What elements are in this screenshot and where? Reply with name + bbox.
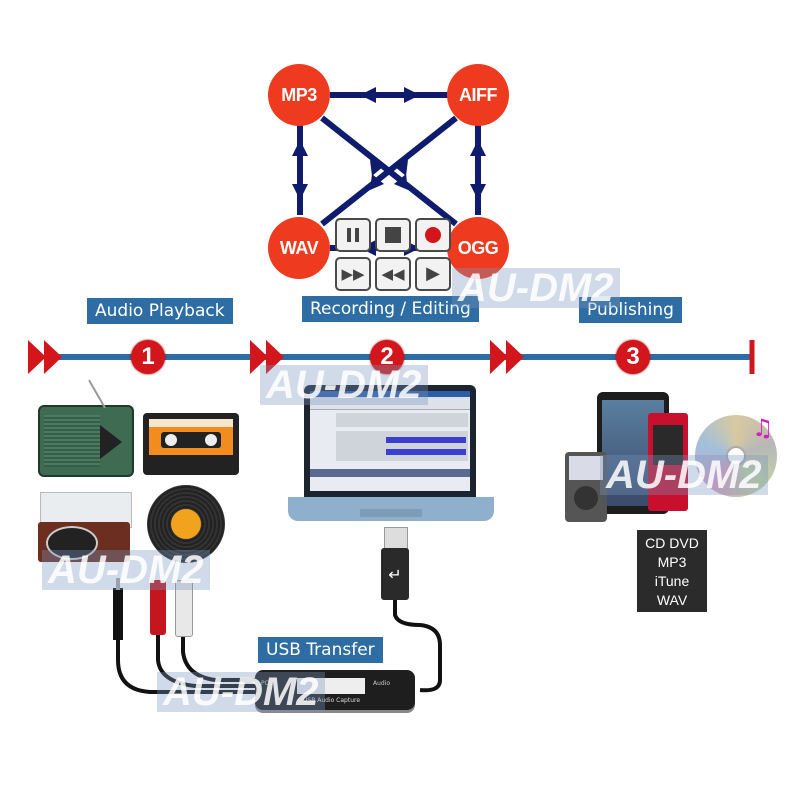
arrowhead <box>292 140 308 156</box>
format-line: iTune <box>654 573 690 589</box>
usb-audio-capture-device: PC Audio USB Audio Capture <box>255 670 415 710</box>
stage-label-audio-playback: Audio Playback <box>87 298 233 324</box>
editor-titlebar <box>310 391 470 397</box>
usb-transfer-label: USB Transfer <box>258 637 383 663</box>
editor-timeline <box>310 469 470 477</box>
ipod-image <box>565 452 607 522</box>
rewind-button: ◀◀ <box>375 257 411 291</box>
arrowhead <box>394 174 408 190</box>
arrowhead <box>360 87 376 103</box>
edge-aiff-wav <box>320 115 458 227</box>
fast-forward-icon: ▶▶ <box>341 264 365 283</box>
cd-image <box>695 415 777 497</box>
chevrons-stage-1 <box>28 340 62 374</box>
pause-icon <box>347 228 359 242</box>
output-formats-box: CD DVD MP3 iTune WAV <box>637 530 707 612</box>
usb-plug: ↵ <box>381 548 409 600</box>
arrowhead <box>370 160 384 176</box>
step-marker-1: 1 <box>131 340 165 374</box>
step-marker-2: 2 <box>370 340 404 374</box>
stage-label-publishing: Publishing <box>579 297 682 323</box>
cable-usb <box>393 600 442 693</box>
arrowhead <box>370 174 384 190</box>
waveform <box>386 449 466 455</box>
format-line: WAV <box>656 592 688 608</box>
editor-toolbar <box>310 397 470 410</box>
format-node-ogg: OGG <box>447 217 509 279</box>
turntable-image <box>38 522 130 562</box>
cassette-player-image <box>38 405 134 477</box>
track-2 <box>336 431 468 461</box>
format-line: CD DVD <box>645 535 699 551</box>
walkman-image <box>648 413 688 511</box>
format-node-mp3: MP3 <box>268 64 330 126</box>
usb-symbol-icon: ↵ <box>388 564 402 584</box>
arrowhead <box>470 140 486 156</box>
cassette-window <box>100 425 122 459</box>
walkman-screen <box>653 425 683 465</box>
device-label-panel <box>297 678 365 694</box>
cd-hole <box>726 446 746 466</box>
cassette-reel-window <box>161 432 221 448</box>
speaker-grille <box>44 415 100 467</box>
chevrons-stage-2 <box>250 340 284 374</box>
watermark: AU-DM2 <box>260 365 428 405</box>
step-marker-3: 3 <box>616 340 650 374</box>
stop-icon <box>385 227 401 243</box>
music-notes-icon: ♫ <box>752 414 774 442</box>
laptop-base <box>288 497 494 521</box>
rewind-icon: ◀◀ <box>381 264 405 283</box>
watermark: AU-DM2 <box>600 455 768 495</box>
watermark: AU-DM2 <box>452 268 620 308</box>
format-line: MP3 <box>657 554 687 570</box>
rca-red-plug <box>150 580 166 635</box>
vinyl-label <box>171 509 201 539</box>
cables <box>116 600 442 694</box>
cable-rca-red <box>156 635 260 688</box>
ipod-clickwheel <box>574 486 598 510</box>
cassette-tape-image <box>143 413 239 475</box>
turntable-platter <box>46 526 98 560</box>
arrowhead <box>394 160 408 176</box>
device-audio-tag: Audio <box>373 680 391 687</box>
watermark: AU-DM2 <box>157 672 325 712</box>
pause-button <box>335 218 371 252</box>
arrowhead <box>404 87 420 103</box>
stage-label-recording-editing: Recording / Editing <box>302 296 479 322</box>
device-label: USB Audio Capture <box>303 697 361 704</box>
audio-plug-tip <box>116 578 120 590</box>
arrowhead <box>470 184 486 200</box>
cable-3.5mm <box>116 640 260 694</box>
stop-button <box>375 218 411 252</box>
vinyl-record-image <box>147 485 225 563</box>
ipod-screen <box>569 456 603 480</box>
chevrons-stage-3 <box>490 340 524 374</box>
watermark: AU-DM2 <box>42 550 210 590</box>
track-1 <box>336 413 468 427</box>
laptop-image <box>304 385 476 497</box>
play-icon: ▶ <box>426 263 440 284</box>
play-button: ▶ <box>415 257 451 291</box>
waveform <box>386 437 466 443</box>
audio-3.5mm-plug <box>113 588 123 640</box>
audio-editor-screen <box>310 391 470 491</box>
device-pc-tag: PC <box>261 680 269 687</box>
record-icon <box>425 227 441 243</box>
format-node-aiff: AIFF <box>447 64 509 126</box>
record-button <box>415 218 451 252</box>
fast-forward-button: ▶▶ <box>335 257 371 291</box>
rca-white-plug <box>175 580 193 637</box>
usb-plug-metal <box>384 527 408 551</box>
format-node-wav: WAV <box>268 217 330 279</box>
arrowhead <box>292 184 308 200</box>
cable-rca-white <box>181 635 260 682</box>
trackpad <box>360 509 422 517</box>
